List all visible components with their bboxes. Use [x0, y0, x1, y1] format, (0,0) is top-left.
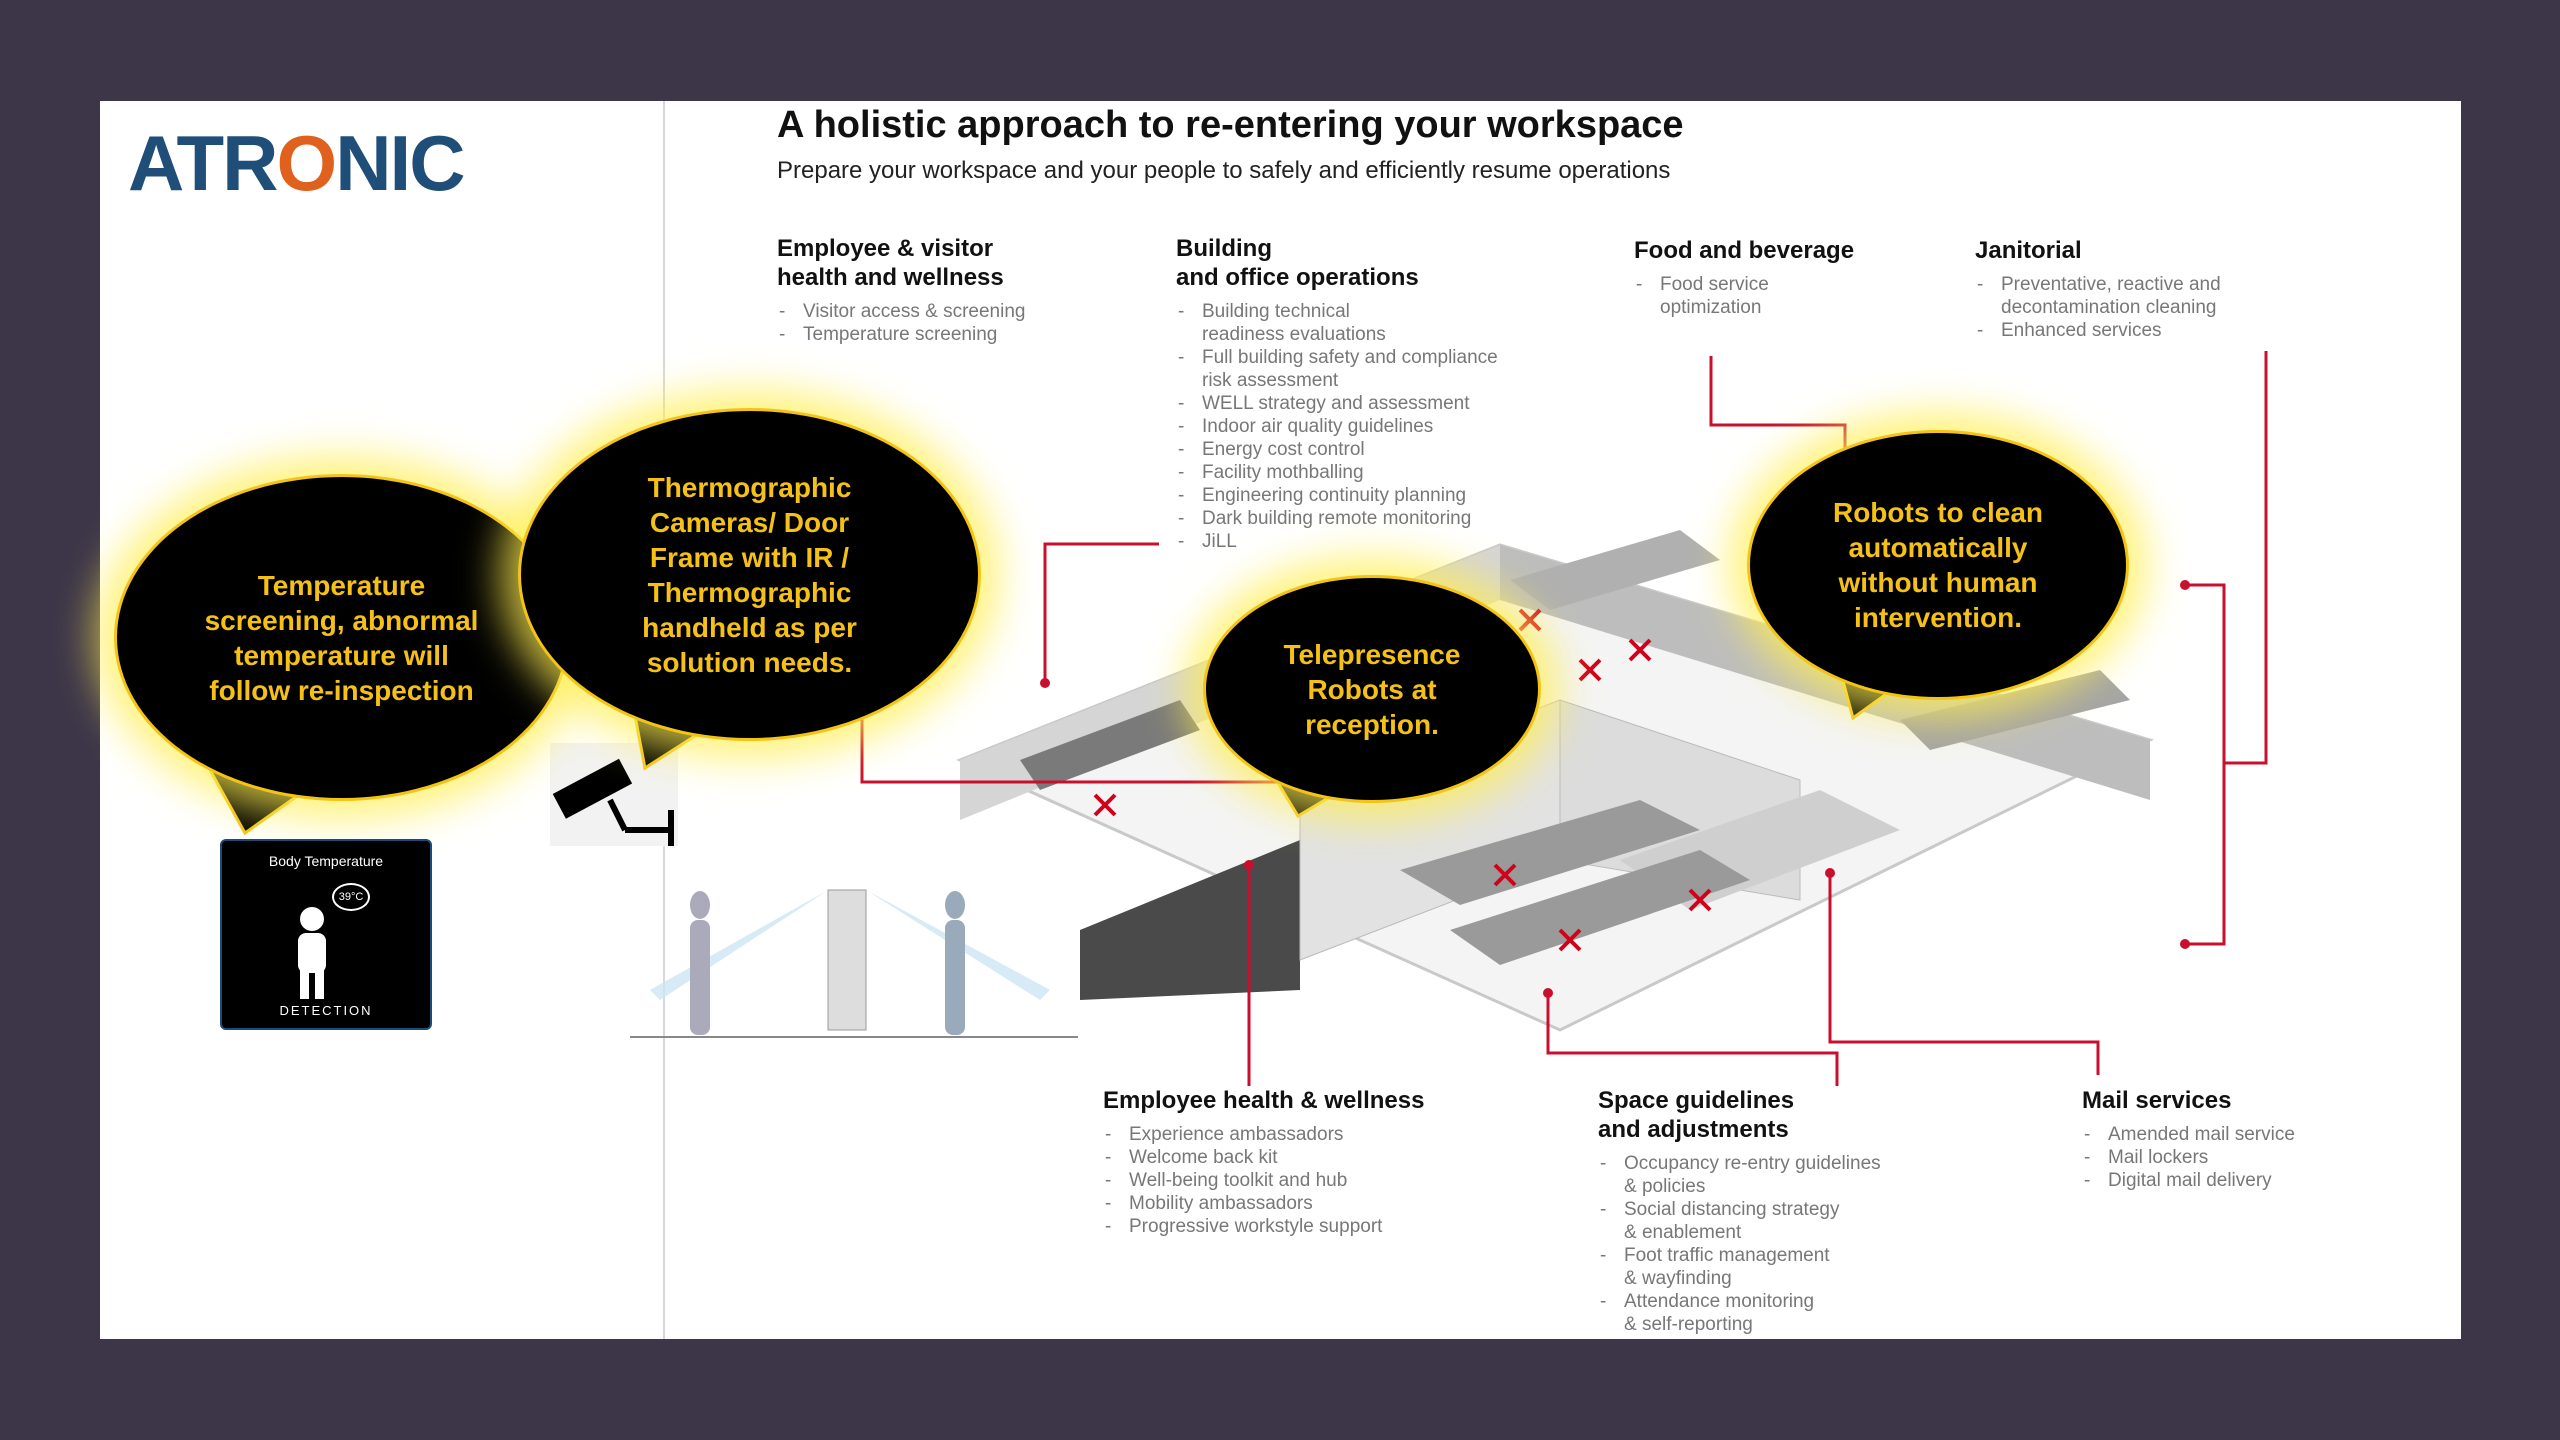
section-heading: Employee & visitor health and wellness: [777, 235, 1004, 291]
section-heading: Employee health & wellness: [1103, 1087, 1425, 1114]
section-janitorial: Janitorial Preventative, reactive and de…: [1975, 236, 2335, 342]
list-item: WELL strategy and assessment: [1176, 392, 1596, 415]
bubble-text: Telepresence Robots at reception.: [1283, 638, 1461, 740]
bubble-telepresence-robots: Telepresence Robots at reception.: [1203, 575, 1541, 803]
list-item: Welcome back kit: [1103, 1146, 1523, 1169]
list-item: Attendance monitoring & self-reporting: [1598, 1290, 1998, 1336]
list-item: Energy cost control: [1176, 438, 1596, 461]
list-item: Building technical readiness evaluations: [1176, 300, 1596, 346]
section-building-operations: Building and office operations Building …: [1176, 234, 1596, 553]
bubble-thermographic-cameras: Thermographic Cameras/ Door Frame with I…: [518, 408, 981, 741]
list-item: Enhanced services: [1975, 319, 2335, 342]
list-item: Social distancing strategy & enablement: [1598, 1198, 1998, 1244]
bubble-text: Thermographic Cameras/ Door Frame with I…: [642, 471, 857, 678]
section-heading: Food and beverage: [1634, 237, 1855, 264]
list-item: Food service optimization: [1634, 273, 1934, 319]
section-employee-visitor: Employee & visitor health and wellness V…: [777, 234, 1117, 346]
connector-lines: [860, 351, 2268, 1086]
section-space-guidelines: Space guidelines and adjustments Occupan…: [1598, 1086, 1998, 1336]
section-heading: Building and office operations: [1176, 235, 1419, 291]
list-item: JiLL: [1176, 530, 1596, 553]
logo-o-wifi: O: [276, 119, 338, 207]
list-item: Dark building remote monitoring: [1176, 507, 1596, 530]
person-icon: [298, 907, 326, 999]
panel-title: Body Temperature: [268, 853, 384, 869]
disinfection-pillar-illustration: [630, 889, 1078, 1038]
logo-text: NIC: [335, 119, 465, 207]
list-item: Indoor air quality guidelines: [1176, 415, 1596, 438]
section-heading: Space guidelines and adjustments: [1598, 1087, 1795, 1143]
list-item: Mail lockers: [2082, 1146, 2402, 1169]
section-heading: Janitorial: [1975, 237, 2082, 264]
page-subtitle: Prepare your workspace and your people t…: [777, 157, 1671, 184]
list-item: Amended mail service: [2082, 1123, 2402, 1146]
list-item: Progressive workstyle support: [1103, 1215, 1523, 1238]
bubble-text: Temperature screening, abnormal temperat…: [204, 569, 479, 706]
section-mail-services: Mail services Amended mail service Mail …: [2082, 1086, 2402, 1192]
list-item: Foot traffic management & wayfinding: [1598, 1244, 1998, 1290]
bubble-text: Robots to clean automatically without hu…: [1832, 497, 2043, 633]
list-item: Facility mothballing: [1176, 461, 1596, 484]
logo-text: ATR: [128, 119, 279, 207]
list-item: Visitor access & screening: [777, 300, 1117, 323]
bubble-temperature-screening: Temperature screening, abnormal temperat…: [114, 474, 569, 801]
atronic-logo: ATRONIC: [128, 118, 466, 209]
section-employee-health: Employee health & wellness Experience am…: [1103, 1086, 1523, 1238]
section-food-beverage: Food and beverage Food service optimizat…: [1634, 236, 1934, 319]
connector-dots: [1040, 580, 2190, 998]
list-item: Mobility ambassadors: [1103, 1192, 1523, 1215]
page-title: A holistic approach to re-entering your …: [777, 104, 1684, 146]
list-item: Temperature screening: [777, 323, 1117, 346]
section-heading: Mail services: [2082, 1087, 2232, 1114]
bubble-cleaning-robots: Robots to clean automatically without hu…: [1747, 430, 2129, 700]
list-item: Occupancy re-entry guidelines & policies: [1598, 1152, 1998, 1198]
list-item: Digital mail delivery: [2082, 1169, 2402, 1192]
list-item: Engineering continuity planning: [1176, 484, 1596, 507]
list-item: Full building safety and compliance risk…: [1176, 346, 1596, 392]
list-item: Preventative, reactive and decontaminati…: [1975, 273, 2335, 319]
panel-footer: DETECTION: [279, 1003, 373, 1018]
list-item: Experience ambassadors: [1103, 1123, 1523, 1146]
body-temperature-panel: Body Temperature 39°C DETECTION: [220, 839, 432, 1030]
temperature-reading: 39°C: [332, 883, 370, 911]
list-item: Well-being toolkit and hub: [1103, 1169, 1523, 1192]
